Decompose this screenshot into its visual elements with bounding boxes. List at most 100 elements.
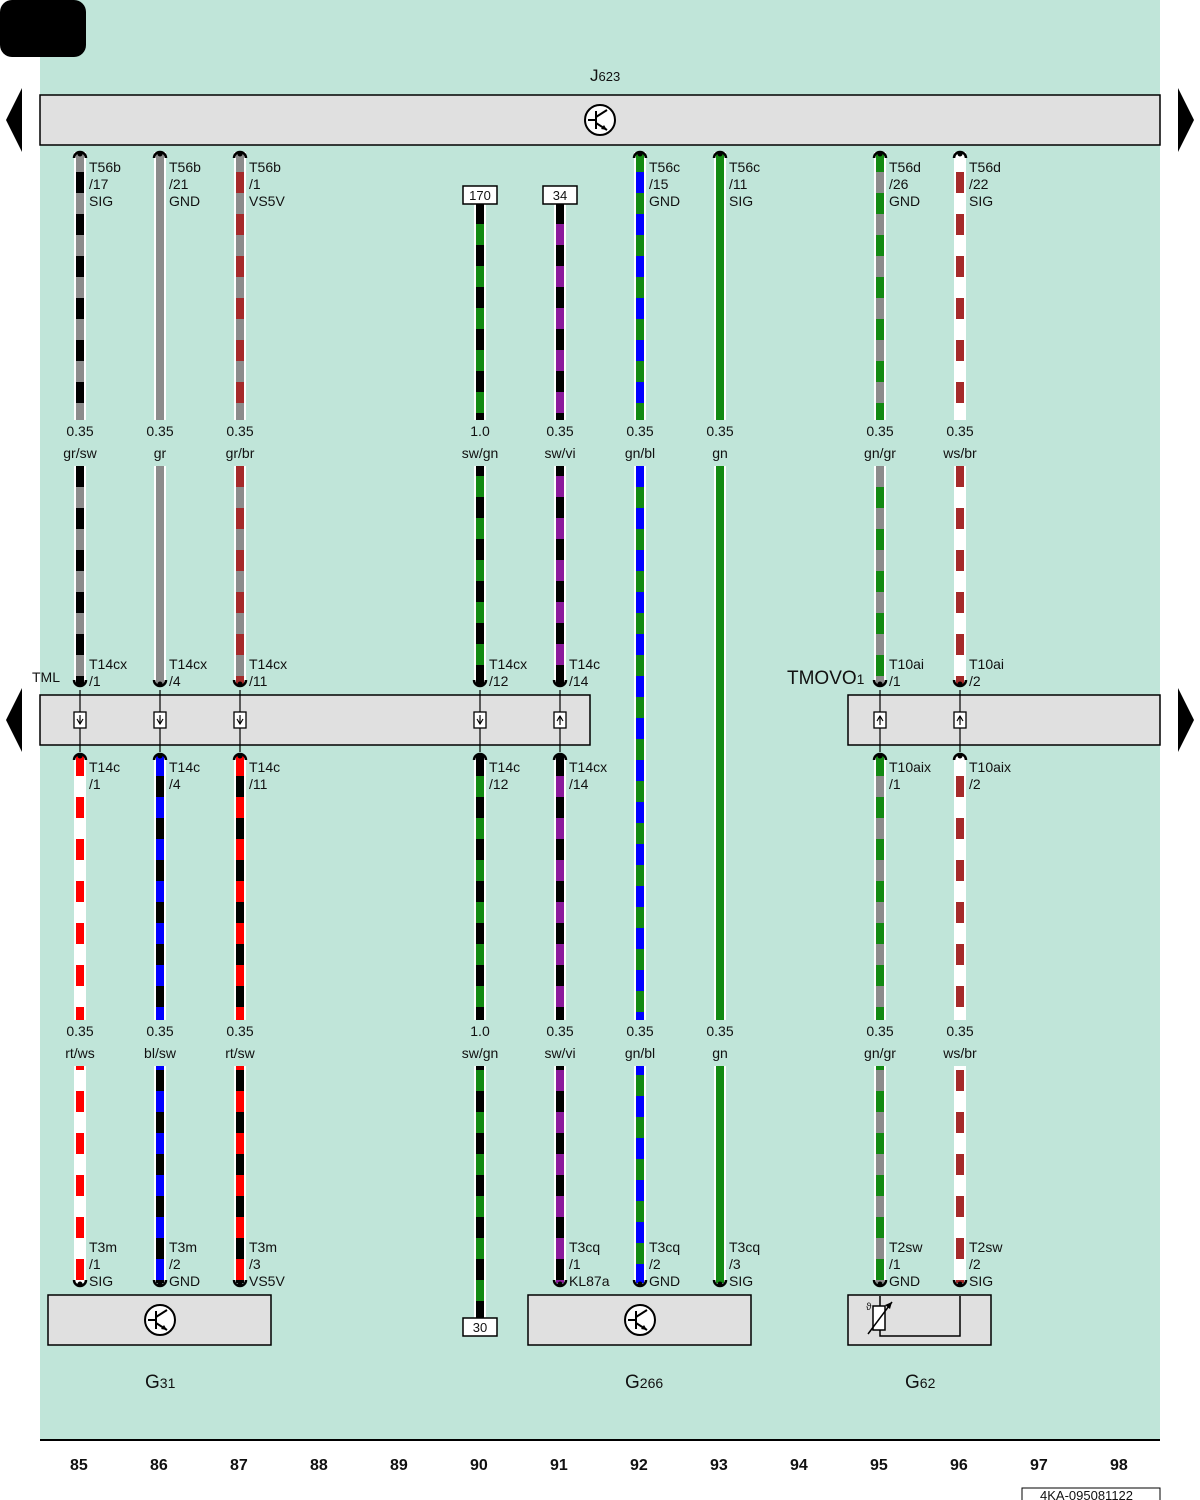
- column-number-87: 87: [230, 1457, 248, 1474]
- wire-top-85[interactable]: [76, 152, 84, 684]
- g266-transistor-icon: [624, 1304, 656, 1336]
- wire-spec-bottom-95-color: gn/gr: [864, 1045, 896, 1061]
- connector-tml-label: TML: [32, 669, 60, 685]
- conn-pin-label-bottom-90: T14c/12: [489, 759, 520, 792]
- ref-box-top-90[interactable]: [462, 185, 498, 205]
- conn-pin-label-bottom-95: T10aix/1: [889, 759, 931, 792]
- corner-tab: [0, 0, 86, 57]
- wire-bottom-86[interactable]: [156, 756, 164, 1283]
- conn-pin-label-top-85: T14cx/1: [89, 656, 127, 689]
- wire-spec-bottom-96-size: 0.35: [946, 1023, 973, 1039]
- conn-pin-label-bottom-86: T14c/4: [169, 759, 200, 792]
- wire-spec-bottom-93-color: gn: [712, 1045, 728, 1061]
- wire-bottom-91[interactable]: [556, 756, 564, 1283]
- wire-spec-bottom-86-color: bl/sw: [144, 1045, 177, 1061]
- g31-transistor-icon: [144, 1304, 176, 1336]
- wire-spec-bottom-93-size: 0.35: [706, 1023, 733, 1039]
- wire-spec-top-90-size: 1.0: [470, 423, 490, 439]
- wire-bottom-87[interactable]: [236, 756, 244, 1283]
- column-number-94: 94: [790, 1457, 808, 1474]
- ecu-transistor-icon: [584, 104, 616, 136]
- conn-pin-label-top-95: T10ai/1: [889, 656, 924, 689]
- wire-spec-top-86-color: gr: [154, 445, 167, 461]
- doc-id: 4KA-095081122: [1040, 1488, 1133, 1500]
- connector-tml-box[interactable]: [39, 694, 591, 746]
- column-number-98: 98: [1110, 1457, 1128, 1474]
- wire-spec-top-92-size: 0.35: [626, 423, 653, 439]
- wire-spec-bottom-85-color: rt/ws: [65, 1045, 95, 1061]
- doc-id-box: [1021, 1487, 1161, 1500]
- wire-col-91: 340.35sw/viT14c/14T14cx/140.35sw/viT3cq/…: [538, 185, 610, 1289]
- conn-pin-label-top-91: T14c/14: [569, 656, 600, 689]
- wire-spec-bottom-91-size: 0.35: [546, 1023, 573, 1039]
- conn-pin-label-top-87: T14cx/11: [249, 656, 287, 689]
- wire-spec-top-96-color: ws/br: [942, 445, 977, 461]
- column-number-90: 90: [470, 1457, 488, 1474]
- wire-bottom-96[interactable]: [956, 756, 964, 1283]
- wire-top-96[interactable]: [956, 152, 964, 684]
- wire-spec-bottom-92-size: 0.35: [626, 1023, 653, 1039]
- sensor-g62-label: G62: [905, 1372, 936, 1393]
- connector-tmovo-box[interactable]: [847, 694, 1161, 746]
- wire-spec-top-85-color: gr/sw: [63, 445, 97, 461]
- wire-spec-bottom-86-size: 0.35: [146, 1023, 173, 1039]
- wire-spec-bottom-90-color: sw/gn: [462, 1045, 499, 1061]
- wire-spec-top-87-color: gr/br: [226, 445, 255, 461]
- wire-spec-top-92-color: gn/bl: [625, 445, 655, 461]
- wire-spec-bottom-95-size: 0.35: [866, 1023, 893, 1039]
- wire-spec-bottom-91-color: sw/vi: [544, 1045, 575, 1061]
- wire-top-95[interactable]: [876, 152, 884, 684]
- ref-box-top-91[interactable]: [542, 185, 578, 205]
- wire-spec-bottom-87-color: rt/sw: [225, 1045, 255, 1061]
- wire-spec-top-87-size: 0.35: [226, 423, 253, 439]
- wire-top-87[interactable]: [236, 152, 244, 684]
- wire-spec-top-93-size: 0.35: [706, 423, 733, 439]
- wire-spec-top-86-size: 0.35: [146, 423, 173, 439]
- svg-text:ϑ: ϑ: [866, 1302, 872, 1313]
- wire-spec-bottom-92-color: gn/bl: [625, 1045, 655, 1061]
- nav-next-arrow-top[interactable]: [1178, 88, 1194, 152]
- column-number-85: 85: [70, 1457, 88, 1474]
- conn-pin-label-bottom-91: T14cx/14: [569, 759, 607, 792]
- column-number-96: 96: [950, 1457, 968, 1474]
- column-number-92: 92: [630, 1457, 648, 1474]
- wire-spec-top-93-color: gn: [712, 445, 728, 461]
- nav-prev-arrow-top[interactable]: [6, 88, 22, 152]
- nav-prev-arrow-mid[interactable]: [6, 688, 22, 752]
- wire-spec-bottom-87-size: 0.35: [226, 1023, 253, 1039]
- conn-pin-label-bottom-96: T10aix/2: [969, 759, 1011, 792]
- wire-spec-top-90-color: sw/gn: [462, 445, 499, 461]
- wire-spec-top-95-size: 0.35: [866, 423, 893, 439]
- wire-92[interactable]: [636, 152, 644, 1283]
- conn-pin-label-top-96: T10ai/2: [969, 656, 1004, 689]
- wire-93[interactable]: [716, 152, 724, 1283]
- ref-box-bottom-90[interactable]: [462, 1317, 498, 1337]
- wire-top-86[interactable]: [156, 152, 164, 684]
- ecu-label: J623: [590, 66, 620, 85]
- wire-bottom-85[interactable]: [76, 756, 84, 1283]
- column-number-93: 93: [710, 1457, 728, 1474]
- wire-spec-top-96-size: 0.35: [946, 423, 973, 439]
- svg-text:30: 30: [473, 1320, 487, 1335]
- nav-next-arrow-mid[interactable]: [1178, 688, 1194, 752]
- wire-spec-bottom-90-size: 1.0: [470, 1023, 490, 1039]
- wire-bottom-95[interactable]: [876, 756, 884, 1283]
